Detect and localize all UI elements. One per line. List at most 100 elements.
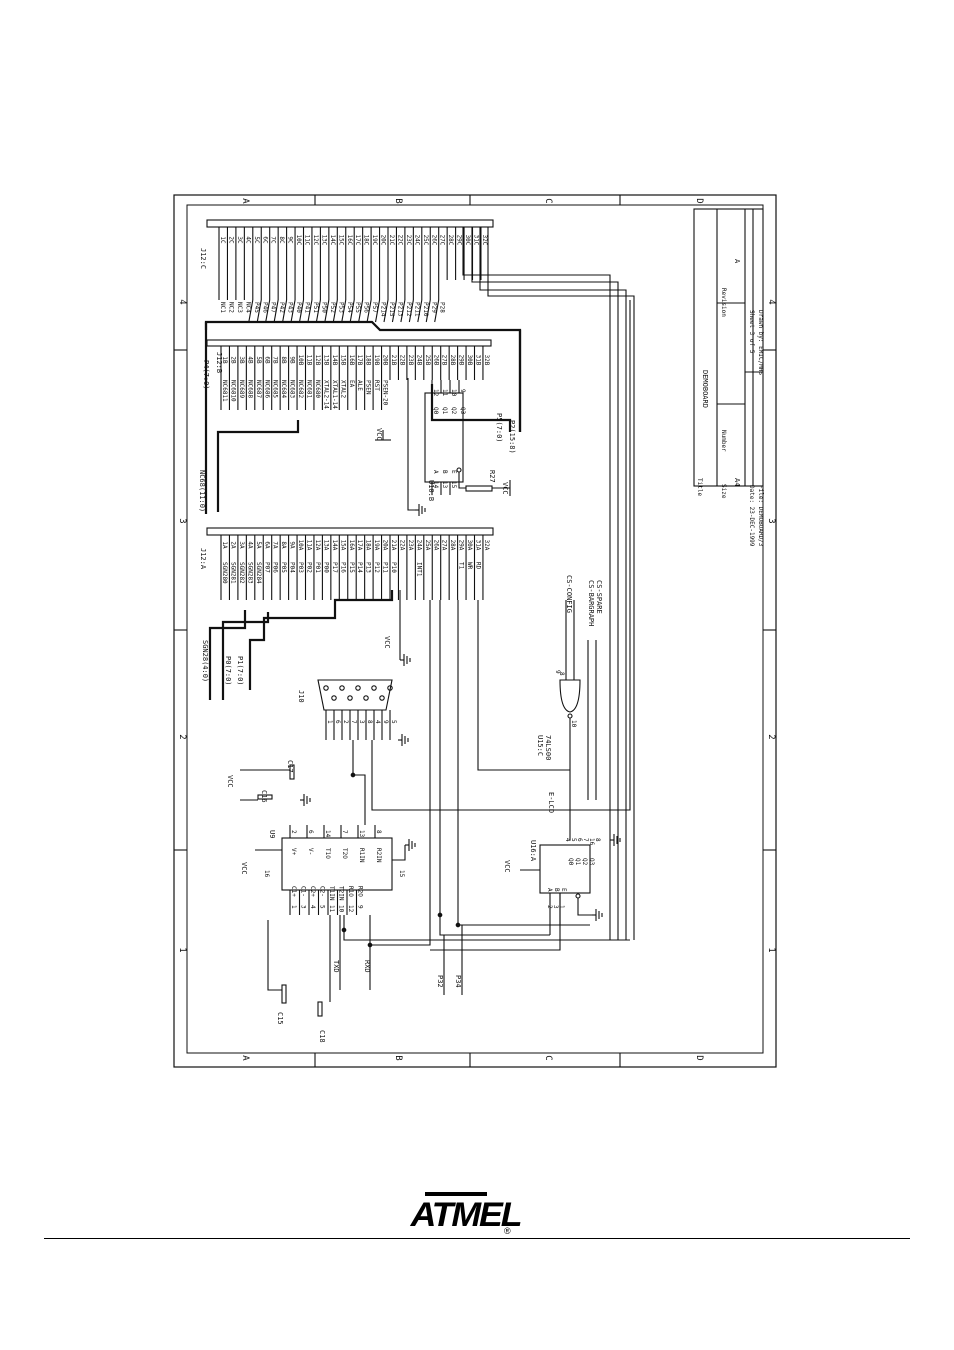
j12c-net-P56: P56 xyxy=(363,302,370,313)
u10-pin-10: 10 xyxy=(450,389,457,397)
u9-pin-8: 8 xyxy=(375,830,382,834)
j12a-pin-13A: 13A xyxy=(322,540,329,551)
u9-pin-4: 4 xyxy=(309,905,316,909)
j12c-bus-entry xyxy=(383,299,389,323)
zone-label-top-B: B xyxy=(393,198,403,203)
j12b-pin-17B: 17B xyxy=(356,355,363,366)
j12c-pin-5C: 5C xyxy=(253,236,260,244)
j12a-net-P07: P07 xyxy=(263,562,270,573)
j12c-bus-entry xyxy=(400,299,406,323)
r27-wire xyxy=(458,472,466,489)
u16-name-E: E xyxy=(560,888,567,892)
j12c-net-P210: P210 xyxy=(422,302,429,317)
j12a-net-P04: P04 xyxy=(289,562,296,573)
c18-label: C18 xyxy=(318,1030,326,1043)
j12b-net-EA: EA xyxy=(348,380,355,388)
j12b-connector-body xyxy=(206,339,492,347)
j12b-pin-26B: 26B xyxy=(432,355,439,366)
u9-name-R1IN: R1IN xyxy=(358,848,365,863)
j12c-bus-entry xyxy=(282,299,288,323)
j12a-pin-22A: 22A xyxy=(398,540,405,551)
j12a-pin-11A: 11A xyxy=(306,540,313,551)
zone-label-left-2: 2 xyxy=(177,734,187,739)
j12a-pin-25A: 25A xyxy=(424,540,431,551)
zone-label-bottom-C: C xyxy=(543,1055,553,1060)
zone-label-left-3: 3 xyxy=(177,518,187,523)
j10-pin-label-8: 8 xyxy=(366,720,373,724)
j10-pin-9 xyxy=(379,695,385,701)
u16-name-Q3: Q3 xyxy=(588,858,595,866)
j12c-net-P52: P52 xyxy=(329,302,336,313)
u15-pin-8: 8 xyxy=(558,672,565,676)
registered-mark: ® xyxy=(504,1226,511,1236)
j10-pin-label-7: 7 xyxy=(350,720,357,724)
u16-name-Q1: Q1 xyxy=(574,858,581,866)
j12b-pin-18B: 18B xyxy=(365,355,372,366)
j12c-net-P40: P40 xyxy=(295,302,302,313)
j12c-bus-entry xyxy=(248,299,254,323)
revision-value: A xyxy=(733,259,741,264)
zone-label-right-3: 3 xyxy=(766,518,776,523)
j12b-pin-5B: 5B xyxy=(255,356,262,364)
u9-pin-3: 3 xyxy=(300,905,307,909)
junction-dot xyxy=(437,912,443,918)
j10-pin-7 xyxy=(347,695,353,701)
j12b-net-XTAL2-14: XTAL2-14 xyxy=(322,380,329,409)
j12a-pin-18A: 18A xyxy=(365,540,372,551)
net-e-lcd: E-LCD xyxy=(547,792,555,813)
j12c-pin-15C: 15C xyxy=(337,235,344,246)
j12a-pin-28A: 28A xyxy=(449,540,456,551)
c15-wire xyxy=(267,920,282,991)
j12c-bus-entry xyxy=(425,299,431,323)
j12c-pin-12C: 12C xyxy=(312,235,319,246)
u10-name-E: E xyxy=(450,470,457,474)
j12a-pin-31A: 31A xyxy=(475,540,482,551)
j12c-pin-6C: 6C xyxy=(261,236,268,244)
sheet-value: Sheet 3 of 5 xyxy=(748,310,755,354)
j12c-net-NC4: NC4 xyxy=(244,302,251,313)
bus-p5 xyxy=(430,384,512,432)
route-txd xyxy=(343,915,630,941)
r27-vcc: VCC xyxy=(501,482,509,495)
u9-name-T1IN: T1IN xyxy=(328,886,335,901)
u9-pin-5: 5 xyxy=(319,905,326,909)
j10-pin-3 xyxy=(355,685,361,691)
u9-pin-1: 1 xyxy=(290,905,297,909)
j12c-pin-24C: 24C xyxy=(413,235,420,246)
size-label: Size xyxy=(720,484,727,499)
j12b-pin-3B: 3B xyxy=(238,356,245,364)
u10-pin-11: 11 xyxy=(441,389,448,397)
j12c-signal-wire xyxy=(471,227,619,940)
net-p34: P34 xyxy=(454,975,462,988)
j12b-pin-16B: 16B xyxy=(348,355,355,366)
j12b-pin-10B: 10B xyxy=(297,355,304,366)
j12b-net-NC6810: NC6810 xyxy=(229,380,236,402)
j12a-net-P03: P03 xyxy=(297,562,304,573)
revision-label: Revision xyxy=(720,288,727,317)
junction-dot xyxy=(455,922,461,928)
j12c-pin-9C: 9C xyxy=(287,236,294,244)
u9-pin-6: 6 xyxy=(307,830,314,834)
c17-cap xyxy=(289,764,295,780)
j10-pin-label-6: 6 xyxy=(334,720,341,724)
j12a-pin-16A: 16A xyxy=(348,540,355,551)
j12a-net-P15: P15 xyxy=(348,562,355,573)
j10-pin-4 xyxy=(371,685,377,691)
j12c-pin-8C: 8C xyxy=(278,236,285,244)
u10-pin-15: 15 xyxy=(450,481,457,489)
j12a-net-SGN284: SGN284 xyxy=(255,562,262,584)
j12a-pin-23A: 23A xyxy=(407,540,414,551)
j12c-pin-4C: 4C xyxy=(244,236,251,244)
u9-pin-15: 15 xyxy=(398,870,405,878)
zone-label-bottom-D: D xyxy=(694,1055,704,1060)
u10-name-Q3: Q3 xyxy=(459,407,466,415)
u16-pin-2: 2 xyxy=(546,905,553,909)
j12b-net-NC683: NC683 xyxy=(289,380,296,398)
u16-name-Q0: Q0 xyxy=(567,858,574,866)
u16-body xyxy=(539,844,591,894)
j12c-pin-26C: 26C xyxy=(430,235,437,246)
u16-pin-7: 7 xyxy=(582,838,589,842)
j12c-bus-entry xyxy=(341,299,347,323)
j12a-net-P01: P01 xyxy=(314,562,321,573)
